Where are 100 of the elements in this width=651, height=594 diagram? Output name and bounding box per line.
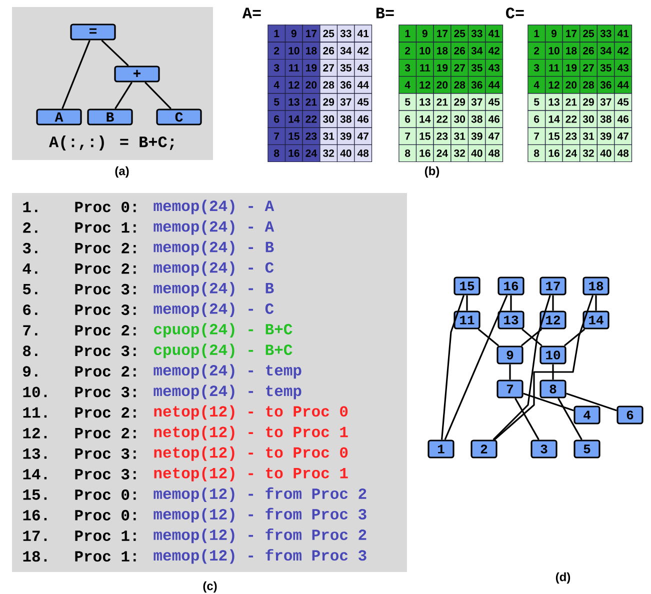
operation-text: memop(12) - from Proc 2 xyxy=(154,487,366,502)
matrix-cell: 11 xyxy=(545,58,563,77)
matrix-cell: 10 xyxy=(545,42,563,60)
connector-line xyxy=(523,392,574,412)
process-label: Proc 2: xyxy=(75,242,136,254)
connector-line xyxy=(514,398,540,440)
matrix-cell: 32 xyxy=(580,144,598,162)
line-number: 6. xyxy=(23,304,38,316)
process-label: Proc 2: xyxy=(75,325,136,336)
operation-text: cpuop(24) - B+C xyxy=(154,323,292,338)
process-label: Proc 0: xyxy=(75,202,136,212)
matrix-cell: 9 xyxy=(284,24,303,42)
connector-line xyxy=(441,295,465,440)
panel-label: (b) xyxy=(424,166,440,178)
graph-node: 15 xyxy=(454,276,480,296)
graph-node: 4 xyxy=(574,406,600,424)
matrix-cell: 41 xyxy=(485,24,504,42)
graph-node: 9 xyxy=(496,346,524,364)
matrix-cell: 4 xyxy=(268,76,286,94)
matrix-cell: 47 xyxy=(354,127,372,146)
connector-line xyxy=(492,295,551,440)
matrix-cell: 23 xyxy=(562,127,580,146)
line-number: 10. xyxy=(23,386,47,398)
matrix-cell: 32 xyxy=(450,144,469,162)
matrix-cell: 48 xyxy=(354,144,372,162)
matrix-cell: 24 xyxy=(433,144,452,162)
matrix-cell: 21 xyxy=(433,93,452,111)
matrix-cell: 2 xyxy=(398,42,417,60)
process-label: Proc 3: xyxy=(75,284,136,294)
graph-node: 7 xyxy=(496,380,524,398)
matrix-cell: 7 xyxy=(528,127,546,146)
matrix-cell: 10 xyxy=(284,42,303,60)
operation-text: memop(24) - B xyxy=(154,282,274,296)
matrix-cell: 8 xyxy=(398,144,417,162)
matrix-cell: 19 xyxy=(562,58,580,77)
graph-node: 6 xyxy=(616,406,644,424)
matrix-cell: 43 xyxy=(354,58,372,77)
matrix-cell: 36 xyxy=(596,76,615,94)
graph-node: 14 xyxy=(582,310,610,330)
connector-line xyxy=(466,295,468,311)
tree-node: A xyxy=(36,108,82,126)
matrix-cell: 17 xyxy=(433,24,452,42)
graph-node: 16 xyxy=(498,276,524,296)
matrix-cell: 29 xyxy=(580,93,598,111)
matrix-cell: 14 xyxy=(416,110,434,128)
matrix-cell: 19 xyxy=(302,58,320,77)
matrix-cell: 31 xyxy=(450,127,469,146)
matrix-cell: 39 xyxy=(596,127,615,146)
matrix-cell: 45 xyxy=(614,93,632,111)
matrix-cell: 40 xyxy=(468,144,486,162)
matrix-cell: 6 xyxy=(528,110,546,128)
process-label: Proc 0: xyxy=(75,510,136,520)
process-label: Proc 3: xyxy=(75,346,136,356)
matrix-cell: 33 xyxy=(468,24,486,42)
matrix-cell: 42 xyxy=(485,42,504,60)
process-label: Proc 2: xyxy=(75,428,136,438)
matrix-cell: 42 xyxy=(614,42,632,60)
matrix-cell: 43 xyxy=(614,58,632,77)
matrix-cell: 3 xyxy=(398,58,417,77)
matrix-cell: 14 xyxy=(284,110,303,128)
line-number: 7. xyxy=(23,325,38,336)
matrix-cell: 15 xyxy=(416,127,434,146)
operation-text: netop(12) - to Proc 0 xyxy=(154,405,348,420)
matrix-cell: 22 xyxy=(302,110,320,128)
matrix-cell: 12 xyxy=(284,76,303,94)
matrix-cell: 12 xyxy=(545,76,563,94)
line-number: 1. xyxy=(23,202,38,212)
matrix-cell: 24 xyxy=(302,144,320,162)
matrix-cell: 29 xyxy=(450,93,469,111)
connector-line xyxy=(478,328,500,346)
operation-text: memop(12) - from Proc 3 xyxy=(154,508,366,523)
operation-text: memop(24) - temp xyxy=(154,384,302,400)
line-number: 4. xyxy=(22,264,38,274)
matrix-cell: 20 xyxy=(562,76,580,94)
matrix-cell: 36 xyxy=(468,76,486,94)
matrix-cell: 26 xyxy=(450,42,469,60)
matrix-cell: 21 xyxy=(302,93,320,111)
matrix-cell: 20 xyxy=(433,76,452,94)
matrix-cell: 29 xyxy=(320,93,338,111)
matrix-cell: 7 xyxy=(398,127,417,146)
graph-node: 18 xyxy=(582,276,610,296)
line-number: 14. xyxy=(23,469,47,480)
process-label: Proc 3: xyxy=(75,468,136,480)
operation-text: memop(24) - C xyxy=(154,261,274,276)
line-number: 5. xyxy=(23,284,38,294)
operation-text: memop(12) - from Proc 2 xyxy=(154,528,366,544)
matrix-cell: 40 xyxy=(596,144,615,162)
line-number: 3. xyxy=(22,242,38,254)
matrix-cell: 34 xyxy=(596,42,615,60)
connector-line xyxy=(62,40,90,109)
process-label: Proc 1: xyxy=(75,530,136,541)
matrix-cell: 46 xyxy=(354,110,372,128)
matrix-cell: 32 xyxy=(320,144,338,162)
connector-line xyxy=(444,294,508,440)
matrix-cell: 31 xyxy=(580,127,598,146)
matrix-cell: 17 xyxy=(302,24,320,42)
matrix-cell: 23 xyxy=(433,127,452,146)
matrix-cell: 46 xyxy=(485,110,504,128)
line-number: 16. xyxy=(23,510,47,520)
matrix-cell: 8 xyxy=(268,144,286,162)
